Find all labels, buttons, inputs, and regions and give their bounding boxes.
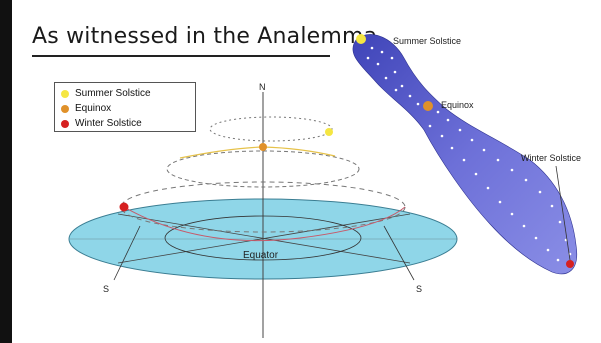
- legend-dot-winter: [61, 119, 69, 128]
- analemma-equinox-marker: [423, 101, 433, 111]
- north-label: N: [259, 82, 266, 92]
- legend-item-summer-solstice: Summer Solstice: [61, 86, 195, 101]
- equator-label: Equator: [243, 250, 279, 261]
- equinox-path: [166, 150, 360, 188]
- legend-box: Summer Solstice Equinox Winter Solstice: [54, 82, 196, 132]
- winter-solstice-arc: [123, 206, 406, 242]
- title-underline: [32, 55, 330, 57]
- south-label-right: S: [416, 284, 422, 294]
- analemma-shape: [352, 34, 578, 275]
- legend-label-summer: Summer Solstice: [75, 88, 151, 99]
- equinox-marker: [259, 143, 267, 151]
- left-edge-bar: [0, 0, 12, 343]
- summer-solstice-path: [209, 116, 333, 142]
- slide-title: As witnessed in the Analemma: [32, 24, 378, 49]
- legend-label-winter: Winter Solstice: [75, 118, 142, 129]
- analemma-equinox-label: Equinox: [441, 100, 474, 110]
- winter-leader-line: [555, 165, 571, 261]
- winter-solstice-marker: [119, 202, 129, 212]
- summer-solstice-marker: [325, 128, 333, 136]
- analemma-winter-label: Winter Solstice: [521, 153, 581, 163]
- legend-item-winter-solstice: Winter Solstice: [61, 116, 195, 131]
- legend-item-equinox: Equinox: [61, 101, 195, 116]
- legend-label-equinox: Equinox: [75, 103, 112, 114]
- legend-dot-summer: [61, 89, 69, 98]
- analemma-summer-label: Summer Solstice: [393, 36, 461, 46]
- legend-dot-equinox: [61, 104, 69, 113]
- analemma-summer-marker: [356, 34, 366, 44]
- meridian-line-2: [117, 213, 411, 264]
- south-label-left: S: [103, 284, 109, 294]
- south-line-right: [383, 225, 415, 281]
- equinox-arc: [179, 146, 336, 159]
- analemma-winter-marker: [566, 260, 574, 268]
- inner-plane-ring: [164, 215, 362, 261]
- south-line-left: [113, 225, 141, 281]
- analemma-dots: [366, 46, 572, 262]
